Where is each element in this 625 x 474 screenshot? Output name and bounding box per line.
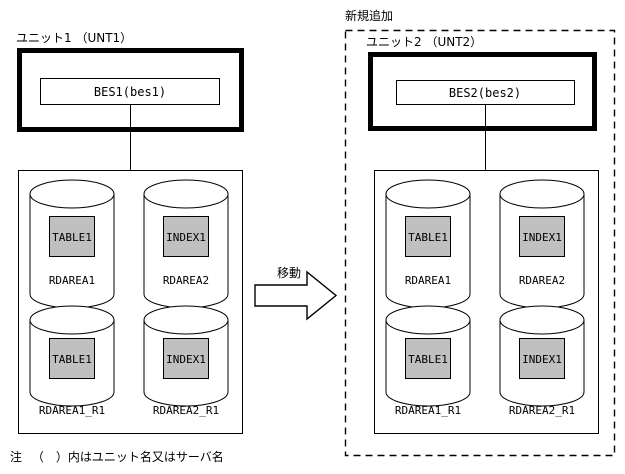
left-rdarea-container [18, 170, 243, 434]
cylinder-top-ellipse [499, 193, 585, 209]
transition-arrow-group: 移動 [254, 266, 338, 321]
left-rdarea-2-content-label: INDEX1 [166, 231, 206, 244]
left-rdarea-3-content-label: TABLE1 [52, 353, 92, 366]
right-unit-group: 新規追加 ユニット2 （UNT2） BES2(bes2) TABLE1 RDAR… [344, 8, 616, 457]
right-rdarea-3-name: RDAREA1_R1 [395, 404, 461, 417]
right-rdarea-2: INDEX1 RDAREA2 [499, 179, 585, 309]
right-rdarea-3-content-label: TABLE1 [408, 353, 448, 366]
cylinder-top-ellipse [143, 193, 229, 209]
new-addition-label: 新規追加 [345, 8, 393, 23]
left-rdarea-4-content-label: INDEX1 [166, 353, 206, 366]
left-rdarea-1-content-label: TABLE1 [52, 231, 92, 244]
cylinder-top-ellipse [143, 319, 229, 335]
left-rdarea-4-name: RDAREA2_R1 [153, 404, 219, 417]
right-rdarea-1-content-label: TABLE1 [408, 231, 448, 244]
right-unit-frame [368, 52, 597, 131]
cylinder-top-ellipse [29, 193, 115, 209]
right-rdarea-2-content-label: INDEX1 [522, 231, 562, 244]
left-rdarea-2-name: RDAREA2 [163, 274, 209, 287]
right-block-arrow-icon [254, 270, 338, 321]
left-rdarea-2: INDEX1 RDAREA2 [143, 179, 229, 309]
left-rdarea-1: TABLE1 RDAREA1 [29, 179, 115, 309]
right-rdarea-1: TABLE1 RDAREA1 [385, 179, 471, 309]
right-unit-label: ユニット2 （UNT2） [366, 35, 482, 49]
right-rdarea-3: TABLE1 RDAREA1_R1 [385, 305, 471, 417]
right-rdarea-4: INDEX1 RDAREA2_R1 [499, 305, 585, 417]
right-server-label: BES2(bes2) [449, 86, 521, 100]
right-rdarea-2-content-box [519, 216, 565, 257]
right-rdarea-3-content-box [405, 338, 451, 379]
left-server-label: BES1(bes1) [94, 85, 166, 99]
right-rdarea-container [374, 170, 599, 434]
left-rdarea-1-content-box [49, 216, 95, 257]
cylinder-top-ellipse [29, 319, 115, 335]
left-rdarea-1-name: RDAREA1 [49, 274, 95, 287]
cylinder-top-ellipse [385, 319, 471, 335]
footnote-text: 注 （ ）内はユニット名又はサーバ名 [10, 449, 224, 464]
right-rdarea-1-content-box [405, 216, 451, 257]
left-rdarea-3-content-box [49, 338, 95, 379]
right-rdarea-4-content-label: INDEX1 [522, 353, 562, 366]
cylinder-top-ellipse [385, 193, 471, 209]
cylinder-top-ellipse [499, 319, 585, 335]
left-rdarea-4-content-box [163, 338, 209, 379]
left-unit-group: ユニット1 （UNT1） BES1(bes1) TABLE1 RDAREA1 [16, 31, 244, 434]
left-rdarea-3-name: RDAREA1_R1 [39, 404, 105, 417]
right-rdarea-4-name: RDAREA2_R1 [509, 404, 575, 417]
left-rdarea-4: INDEX1 RDAREA2_R1 [143, 305, 229, 417]
arrow-label: 移動 [277, 266, 301, 280]
left-rdarea-3: TABLE1 RDAREA1_R1 [29, 305, 115, 417]
right-rdarea-2-name: RDAREA2 [519, 274, 565, 287]
new-addition-dashed-boundary [344, 29, 616, 457]
right-rdarea-1-name: RDAREA1 [405, 274, 451, 287]
right-rdarea-4-content-box [519, 338, 565, 379]
left-rdarea-2-content-box [163, 216, 209, 257]
left-unit-label: ユニット1 （UNT1） [16, 31, 132, 45]
